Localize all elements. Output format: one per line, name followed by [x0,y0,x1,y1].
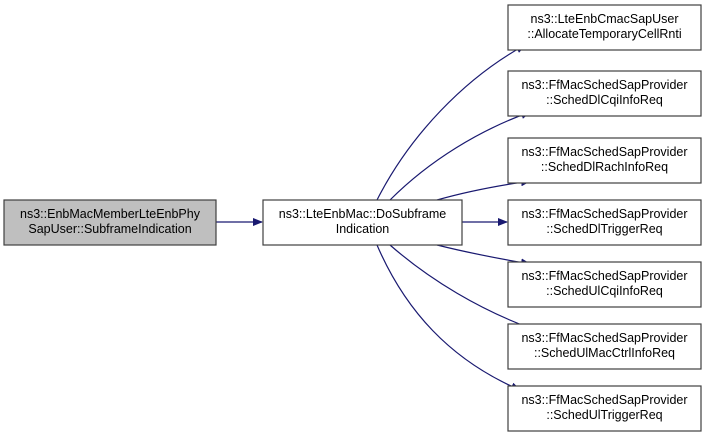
node-label-line: ns3::FfMacSchedSapProvider [521,331,687,345]
graph-node-n2[interactable]: ns3::LteEnbCmacSapUser::AllocateTemporar… [507,4,702,51]
node-box[interactable] [507,4,702,51]
graph-node-n6[interactable]: ns3::FfMacSchedSapProvider::SchedUlCqiIn… [507,261,702,308]
node-label-line: ::SchedUlMacCtrlInfoReq [534,346,675,360]
nodes-layer: ns3::EnbMacMemberLteEnbPhySapUser::Subfr… [3,4,702,432]
graph-node-n0[interactable]: ns3::EnbMacMemberLteEnbPhySapUser::Subfr… [3,199,217,246]
node-label-line: ::AllocateTemporaryCellRnti [527,27,681,41]
node-label-line: ::SchedUlTriggerReq [546,408,662,422]
edge-n1-to-n3 [389,111,531,201]
node-box[interactable] [507,70,702,117]
edge-n1-to-n7 [389,244,536,331]
edge-n1-to-n8 [376,244,521,391]
node-label-line: ns3::FfMacSchedSapProvider [521,145,687,159]
node-label-line: ns3::FfMacSchedSapProvider [521,393,687,407]
node-label-line: ns3::FfMacSchedSapProvider [521,269,687,283]
node-box[interactable] [507,261,702,308]
node-box[interactable] [507,137,702,184]
node-box[interactable] [507,385,702,432]
node-label-line: ::SchedDlRachInfoReq [541,160,668,174]
node-box[interactable] [262,199,463,246]
graph-node-n4[interactable]: ns3::FfMacSchedSapProvider::SchedDlRachI… [507,137,702,184]
edge-n1-to-n2 [376,44,526,201]
graph-node-n5[interactable]: ns3::FfMacSchedSapProvider::SchedDlTrigg… [507,199,702,246]
node-label-line: ns3::FfMacSchedSapProvider [521,207,687,221]
graph-node-n3[interactable]: ns3::FfMacSchedSapProvider::SchedDlCqiIn… [507,70,702,117]
edge-n1-to-n6 [436,244,531,267]
graph-node-n8[interactable]: ns3::FfMacSchedSapProvider::SchedUlTrigg… [507,385,702,432]
node-box[interactable] [507,323,702,370]
node-box[interactable] [507,199,702,246]
node-label-line: ::SchedDlTriggerReq [546,222,662,236]
edge-n1-to-n4 [436,178,531,201]
node-label-line: ns3::LteEnbMac::DoSubframe [279,207,446,221]
node-label-line: ns3::EnbMacMemberLteEnbPhy [20,207,201,221]
node-label-line: SapUser::SubframeIndication [28,222,191,236]
edges-layer [216,44,536,391]
node-label-line: ::SchedDlCqiInfoReq [546,93,663,107]
graph-node-n7[interactable]: ns3::FfMacSchedSapProvider::SchedUlMacCt… [507,323,702,370]
node-box[interactable] [3,199,217,246]
node-label-line: ns3::LteEnbCmacSapUser [531,12,679,26]
node-label-line: Indication [336,222,390,236]
node-label-line: ::SchedUlCqiInfoReq [546,284,663,298]
node-label-line: ns3::FfMacSchedSapProvider [521,78,687,92]
